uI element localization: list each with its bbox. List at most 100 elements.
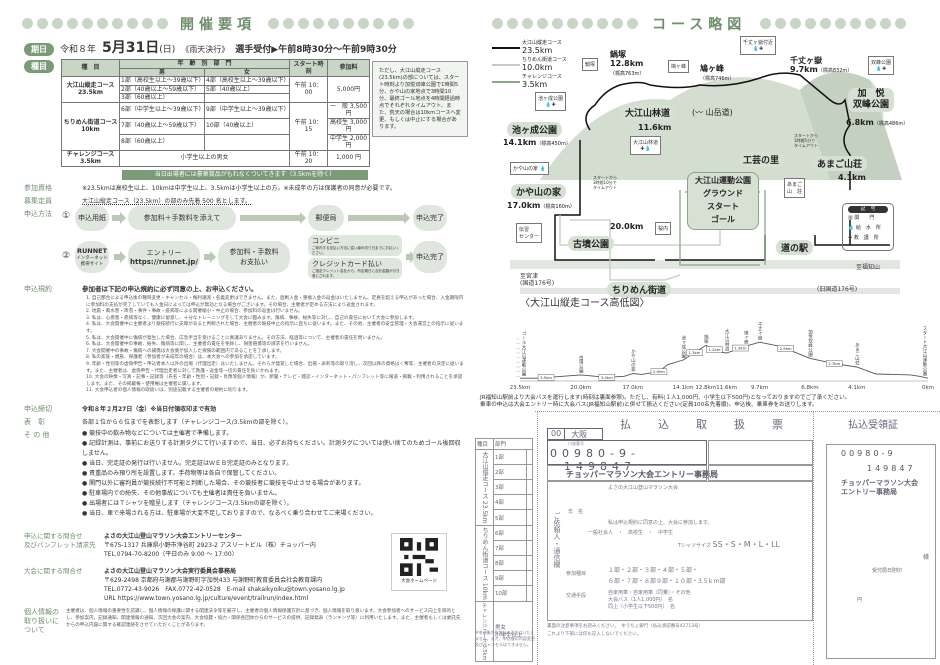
dept-cell: 7部 [492, 539, 527, 556]
cell: 6部（中学生以上〜39歳以下） [119, 101, 205, 119]
profile-segment-label: 2.9km [653, 369, 665, 374]
profile-point-label: 千丈ヶ嶽 [757, 321, 762, 342]
method-label: 申込方法 [24, 209, 52, 218]
road-old176: (旧国道176号) [817, 286, 858, 293]
fee: 一 般 3,500円 [327, 101, 371, 119]
terms-lead: 参加者は下記の申込規約に必ず同意の上、お申込ください。 [82, 285, 258, 293]
left-title-row: 開催要項 [22, 14, 414, 34]
cell: 3部（60歳以上） [119, 93, 205, 103]
dept-cell: 9部 [492, 570, 527, 587]
cell: 5部（40歳以上） [203, 84, 291, 94]
fee: 5,000円 [327, 76, 371, 103]
th-male: 男 [119, 67, 205, 77]
dept-checkbox[interactable] [525, 464, 534, 481]
receipt-sama: 様 [922, 554, 929, 561]
profile-segment-label: 3.5km [540, 375, 552, 380]
profile-point-label: 古墳公園 [578, 354, 583, 375]
payee-name: チョッパーマラソン大会エントリー事務局 [547, 465, 718, 481]
name-field-label: 氏 名 [568, 509, 584, 515]
profile-point-label: 池ヶ成公園 [681, 334, 686, 359]
cut-line [535, 411, 940, 412]
other-list: ● 競技中の飲み物などについては主催者で準備します。● 記録計測は、事前にお送り… [82, 429, 464, 519]
key-water: 💧 給 水 所 [848, 225, 881, 231]
cell: 1部（高校生以上〜39歳以下） [119, 76, 205, 86]
decor-dots [760, 18, 907, 30]
qr-code-icon[interactable] [400, 538, 438, 576]
fee: 中学生 2,000円 [327, 133, 371, 151]
award-label: 表 彰 [24, 418, 45, 426]
other-item: ● 競技中の飲み物などについては主催者で準備します。 [82, 430, 233, 437]
profile-segment-box [706, 346, 723, 353]
profile-segment-box [732, 344, 749, 352]
flow2-number: ② [62, 251, 71, 261]
other-item: ● 当日、完走証の発行は行いません。完走証はＷＥＢ完走証のみとなります。 [82, 460, 293, 467]
dept-checkbox[interactable] [525, 524, 534, 541]
dept-checkbox[interactable] [525, 479, 534, 496]
receipt-form[interactable]: 00980-9 149847 チョッパーマラソン大会 エントリー事務局 様 受付… [826, 444, 936, 659]
reception-time: 選手受付▶午前8時30分〜午前9時30分 [235, 45, 397, 55]
start-time: 午前 10：00 [289, 76, 329, 103]
runnet-url[interactable]: https://runnet.jp/ [130, 258, 198, 266]
profile-segment-box [650, 368, 668, 375]
account-number-field[interactable]: 口座番号 00980-9-149847 [547, 440, 707, 473]
profile-tick-label: 11.6km [716, 385, 737, 391]
deadline-text: 令和８年２月27日（金）※当日付領収印まで有効 [82, 406, 217, 413]
dept-checkbox[interactable] [525, 494, 534, 511]
date-value: 5月31日 [102, 40, 160, 56]
th: 種目 [475, 438, 494, 450]
dept-checkbox[interactable] [525, 448, 534, 466]
form-footer: 裏面の注意事項をお読みください。 ゆうちょ銀行（払込承認番号42713号）これよ… [547, 624, 704, 637]
dept-cell: 1部 [492, 448, 527, 466]
box-sakurauchi: 桜内 [655, 222, 672, 235]
consent-text: 私は申込規約に同意の上、大会に参加します。 [608, 520, 713, 526]
profile-segment-label: 1.3km [689, 350, 701, 355]
dept-checkbox[interactable] [525, 585, 534, 602]
flow1-post-office: 郵便局 [308, 205, 344, 231]
dept-checkbox[interactable] [525, 539, 534, 556]
terms-item: 2. 地震・風水害・降雪・事件・事故・疫病等による開催縮小・中止の場合、参加料の… [86, 309, 303, 315]
terms-item: 5. 私は、大会開催中に傷病が発生した場合、応急手当を受けることに異議ありません… [86, 335, 386, 341]
fee-field[interactable] [708, 465, 813, 481]
contacts: 申込に関する問合せ 及びパンフレット請求先よさの大江山登山マラソン大会エントリー… [24, 532, 384, 603]
dept-cell: 10部 [492, 585, 527, 602]
decor-dots [22, 18, 168, 30]
cell: 小学生以上の男女 [118, 149, 291, 167]
terms-item: 10. 大会の映像・写真・記事・記録等（氏名・年齢・性別・記録・肖像等個人情報）… [86, 375, 463, 387]
amount-field[interactable] [708, 440, 813, 465]
profile-point-label: スタート大江山運動公園 [922, 326, 927, 377]
dept-checkbox[interactable] [525, 570, 534, 587]
date-era: 令和８年 [60, 45, 97, 55]
other-item: ● 当日、車で来場される方は、駐車場が大変不足しておりますので、なるべく乗り合わ… [82, 510, 377, 517]
profile-tick-label: 14.1km [673, 385, 694, 391]
fee: 1,000 円 [327, 149, 371, 167]
timeout-kaetsu: スタートから 1時間5分で タイムアウト [794, 133, 818, 148]
flow2-done: 申込完了 [413, 241, 447, 273]
dept-cell: 8部 [492, 554, 527, 572]
date-weather: 《雨天決行》 [181, 45, 230, 54]
date-row: 期日 令和８年 5月31日 (日) 《雨天決行》 選手受付▶午前8時30分〜午前… [24, 37, 397, 57]
map-key: 記 号 ▥ 関 門 💧 給 水 所 ✚ 救 護 所 [842, 203, 894, 251]
remitter-section[interactable]: ご依頼人・通信欄 よさの大江山登山マラソン大会 氏 名 私は申込規約に同意の上、… [547, 481, 813, 621]
flow1-number: ① [62, 211, 71, 221]
profile-segment-label: 3.0km [601, 375, 613, 380]
profile-tick-label: 23.5km [510, 385, 531, 391]
th: 部門 [492, 438, 534, 450]
receipt-yen: 円 [857, 597, 863, 603]
place-chirimen: ちりめん街道 [607, 282, 672, 297]
place-amago: あまご山荘 [812, 156, 868, 171]
contact1-tel: TEL.0794-70-8200（平日のみ 9:00 〜 17:00） [104, 551, 238, 558]
contact2-url[interactable]: URL https://www.town.yosano.lg.jp/cultur… [104, 595, 309, 602]
page-title: 開催要項 [180, 17, 256, 33]
remitter-label: ご依頼人・通信欄 [553, 512, 561, 568]
start-time: 午前 10：20 [289, 149, 329, 167]
dept-checkbox[interactable] [525, 554, 534, 572]
transport-label: 交通手段 [566, 593, 587, 599]
dept-checkbox[interactable] [525, 509, 534, 526]
